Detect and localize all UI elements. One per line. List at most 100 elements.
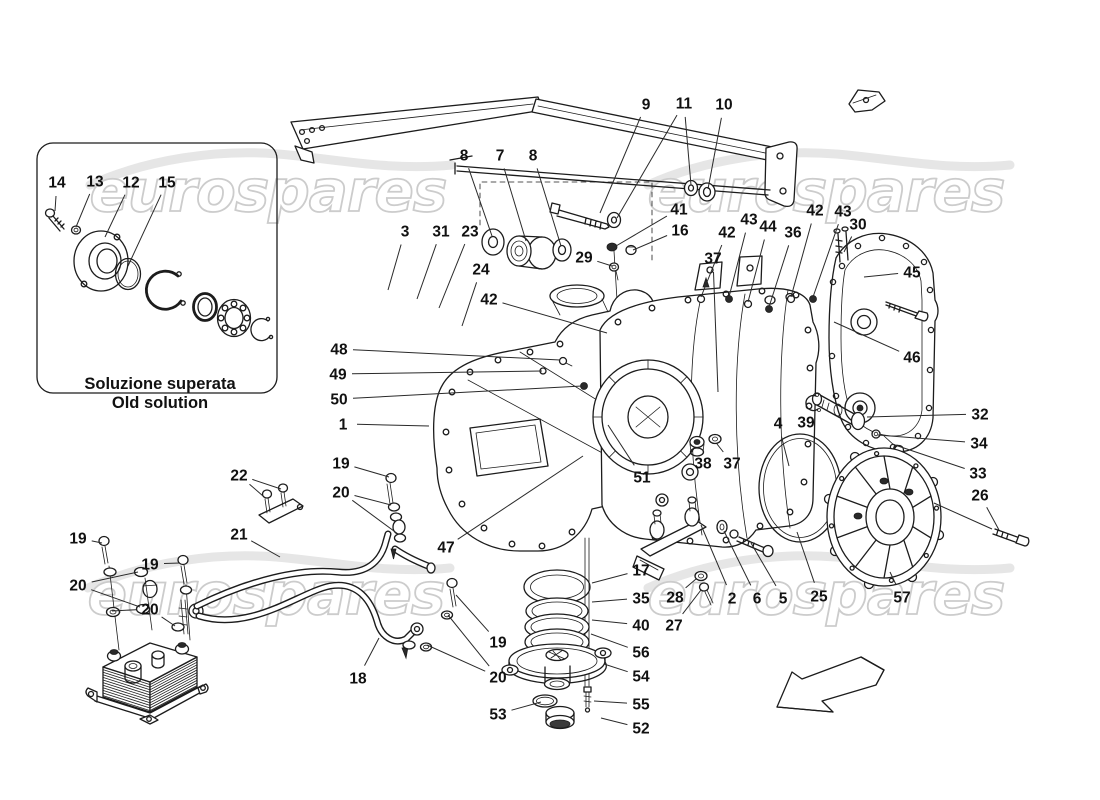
leader-line — [91, 540, 103, 544]
inset-o-ring — [114, 257, 142, 291]
part-number-label: 8 — [460, 148, 469, 165]
leader-line — [685, 578, 697, 589]
leader-line — [352, 349, 561, 361]
part-number-label: 19 — [141, 557, 159, 574]
part-number-label: 12 — [122, 175, 139, 192]
leader-line — [438, 243, 466, 309]
part-number-label: 19 — [69, 531, 87, 548]
leader-line — [747, 239, 765, 303]
leader-line — [75, 193, 91, 228]
part-number-label: 27 — [665, 618, 682, 635]
inset-nut — [70, 225, 82, 235]
leader-line — [163, 562, 181, 564]
leader-line — [591, 619, 628, 625]
part-number-label: 4 — [774, 416, 783, 433]
watermark-text: eurospares — [648, 560, 1005, 628]
leader-line — [354, 466, 390, 478]
part-number-label: 1 — [339, 417, 348, 434]
pipe-bracket — [258, 483, 304, 524]
leader-line — [599, 116, 642, 214]
leader-line — [356, 423, 430, 427]
leader-line — [607, 424, 635, 466]
leader-line — [684, 116, 692, 186]
leader-line — [986, 507, 1000, 531]
part-number-label: 17 — [632, 563, 649, 580]
part-number-label: 14 — [48, 175, 66, 192]
leader-line — [354, 495, 392, 506]
top-cover-opening — [549, 284, 609, 316]
leader-line — [249, 483, 264, 497]
rear-cover-plate — [828, 226, 939, 453]
leader-line — [889, 571, 897, 585]
leader-line — [728, 232, 746, 298]
part-number-label: 50 — [330, 392, 347, 409]
inset-caption-english: Old solution — [112, 394, 208, 412]
leader-line — [591, 598, 628, 603]
leader-line — [700, 524, 727, 586]
part-number-label: 54 — [632, 669, 650, 686]
support-frame — [290, 89, 886, 208]
inset-seal-ring — [192, 292, 218, 322]
part-number-label: 46 — [903, 350, 921, 367]
part-number-label: 39 — [797, 415, 815, 432]
mounting-zone-dashed — [479, 181, 653, 263]
part-number-label: 42 — [480, 292, 497, 309]
part-number-label: 13 — [86, 174, 104, 191]
mount-bracket — [632, 433, 774, 606]
watermark-swoosh — [643, 551, 1015, 593]
part-number-label: 33 — [969, 466, 987, 483]
leader-line — [723, 530, 752, 586]
leader-line — [54, 195, 57, 212]
leader-line — [461, 282, 478, 327]
leader-line — [593, 700, 628, 704]
part-number-label: 28 — [666, 590, 684, 607]
part-number-label: 29 — [575, 250, 593, 267]
leader-line — [536, 168, 562, 247]
leader-line — [768, 245, 790, 308]
part-number-label: 16 — [671, 223, 689, 240]
part-number-label: 20 — [332, 485, 349, 502]
part-number-label: 11 — [676, 96, 693, 113]
part-number-label: 3 — [401, 224, 410, 241]
part-number-label: 26 — [971, 488, 989, 505]
part-number-label: 40 — [632, 618, 649, 635]
part-number-label: 6 — [753, 591, 762, 608]
leader-line — [416, 244, 437, 300]
line-art — [36, 89, 1030, 730]
leader-line — [111, 609, 137, 612]
part-number-label: 49 — [329, 367, 347, 384]
part-number-label: 22 — [230, 468, 247, 485]
watermark-swoosh — [85, 148, 457, 190]
leader-line — [352, 499, 399, 535]
part-number-label: 31 — [432, 224, 450, 241]
part-number-label: 36 — [784, 225, 802, 242]
leader-line — [387, 244, 402, 291]
leader-line — [252, 478, 282, 490]
inset-caption-italian: Soluzione superata — [84, 375, 236, 393]
part-number-label: 23 — [461, 224, 479, 241]
leader-line — [250, 540, 281, 558]
leader-line — [457, 455, 584, 540]
leader-line — [597, 260, 613, 267]
leader-line — [364, 637, 380, 666]
leader-line — [877, 434, 966, 443]
part-number-label: 25 — [810, 589, 828, 606]
cover-bolt-26 — [933, 502, 1030, 547]
clutch-bell-opening — [592, 359, 704, 475]
leader-line — [833, 321, 900, 352]
leader-line — [713, 271, 719, 393]
part-number-label: 35 — [632, 591, 650, 608]
part-number-label: 43 — [834, 204, 852, 221]
leader-line — [600, 717, 628, 726]
leader-line — [863, 273, 899, 278]
part-number-label: 20 — [489, 670, 506, 687]
part-number-label: 47 — [437, 540, 454, 557]
inset-flange — [73, 230, 129, 292]
part-number-label: 20 — [69, 578, 86, 595]
part-number-label: 24 — [472, 262, 490, 279]
part-number-label: 20 — [141, 602, 158, 619]
part-number-label: 21 — [230, 527, 248, 544]
part-number-label: 51 — [633, 470, 651, 487]
part-number-label: 18 — [349, 671, 367, 688]
leader-line — [91, 571, 139, 583]
